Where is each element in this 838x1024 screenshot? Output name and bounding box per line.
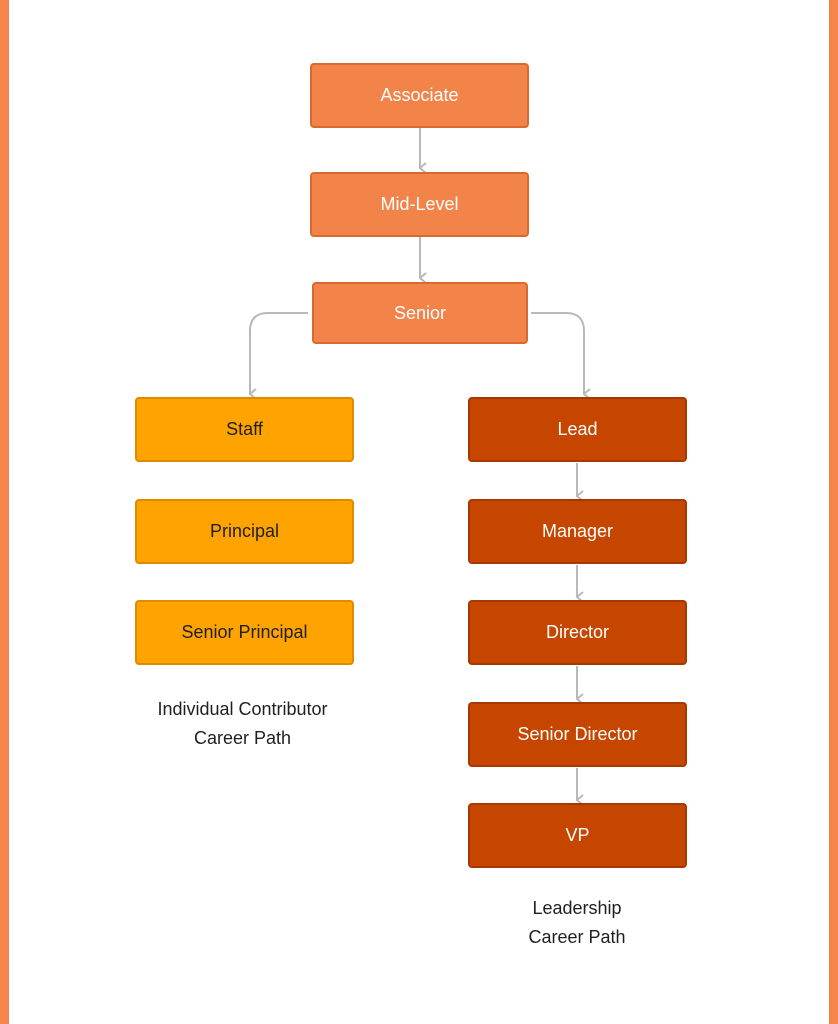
node-senior-director: Senior Director <box>468 702 687 767</box>
node-senior-principal: Senior Principal <box>135 600 354 665</box>
node-senior: Senior <box>312 282 528 344</box>
node-vp: VP <box>468 803 687 868</box>
arrow-senior-to-lead <box>531 312 591 400</box>
frame-right-border <box>829 0 838 1024</box>
node-mid-level: Mid-Level <box>310 172 529 237</box>
ic-caption-line1: Individual Contributor <box>157 699 328 719</box>
leadership-caption-line2: Career Path <box>528 927 626 947</box>
ic-caption: Individual Contributor Career Path <box>120 695 365 753</box>
frame-left-border <box>0 0 9 1024</box>
node-associate: Associate <box>310 63 529 128</box>
node-director: Director <box>468 600 687 665</box>
node-principal: Principal <box>135 499 354 564</box>
leadership-caption: Leadership Career Path <box>464 894 690 952</box>
ic-caption-line2: Career Path <box>193 728 292 748</box>
arrow-senior-to-staff <box>248 312 308 400</box>
node-staff: Staff <box>135 397 354 462</box>
node-manager: Manager <box>468 499 687 564</box>
node-lead: Lead <box>468 397 687 462</box>
leadership-caption-line1: Leadership <box>532 898 622 918</box>
